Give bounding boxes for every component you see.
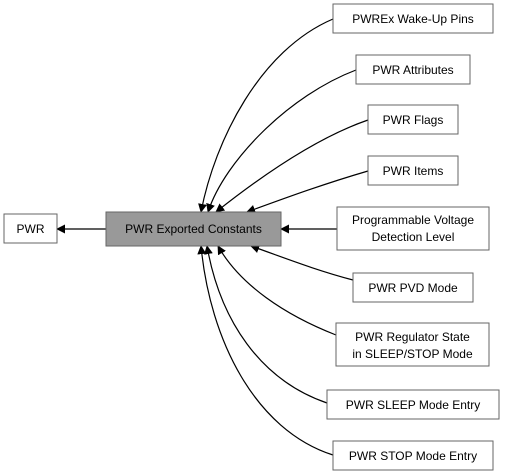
node-child-box bbox=[355, 54, 471, 85]
edge-pvd-mode bbox=[250, 244, 354, 281]
edge-attributes bbox=[206, 69, 357, 213]
node-parent-group[interactable]: PWR bbox=[3, 213, 58, 244]
edge-stop-entry bbox=[197, 245, 334, 456]
node-child-label: PWR STOP Mode Entry bbox=[349, 449, 477, 463]
node-child-regulator-state[interactable]: PWR Regulator State in SLEEP/STOP Mode bbox=[335, 322, 490, 367]
node-child-sleep-entry[interactable]: PWR SLEEP Mode Entry bbox=[326, 389, 500, 420]
node-parent-label: PWR bbox=[17, 222, 45, 236]
node-child-label: PWR Attributes bbox=[372, 63, 453, 77]
node-child-label-line1: PWR Regulator State bbox=[355, 330, 470, 344]
node-child-flags[interactable]: PWR Flags bbox=[367, 104, 459, 135]
node-current-box bbox=[105, 211, 282, 247]
node-child-label: PWREx Wake-Up Pins bbox=[352, 12, 474, 26]
edge-items bbox=[246, 170, 369, 214]
node-child-box bbox=[367, 104, 459, 135]
node-current-label: PWR Exported Constants bbox=[125, 222, 262, 236]
diagram-edges bbox=[56, 18, 369, 456]
node-child-items[interactable]: PWR Items bbox=[367, 155, 459, 186]
edge-flags bbox=[215, 119, 369, 213]
node-child-label-line2: Detection Level bbox=[372, 230, 455, 244]
node-child-box bbox=[332, 3, 494, 34]
node-child-box bbox=[352, 272, 474, 303]
node-child-box bbox=[336, 206, 490, 251]
node-child-attributes[interactable]: PWR Attributes bbox=[355, 54, 471, 85]
node-parent-box bbox=[3, 213, 58, 244]
node-child-pvd-mode[interactable]: PWR PVD Mode bbox=[352, 272, 474, 303]
node-child-label: PWR SLEEP Mode Entry bbox=[346, 398, 481, 412]
node-child-wakeup-pins[interactable]: PWREx Wake-Up Pins bbox=[332, 3, 494, 34]
node-child-label: PWR PVD Mode bbox=[368, 281, 458, 295]
node-child-stop-entry[interactable]: PWR STOP Mode Entry bbox=[332, 440, 494, 471]
node-child-label-line2: in SLEEP/STOP Mode bbox=[352, 347, 473, 361]
node-child-label-line1: Programmable Voltage bbox=[352, 213, 474, 227]
node-child-pvd-level[interactable]: Programmable Voltage Detection Level bbox=[336, 206, 490, 251]
node-child-label: PWR Items bbox=[383, 164, 444, 178]
node-child-box bbox=[335, 322, 490, 367]
edge-wakeup-pins bbox=[198, 18, 334, 213]
node-current-group: PWR Exported Constants bbox=[105, 211, 282, 247]
edge-regulator-state bbox=[217, 245, 337, 336]
node-child-label: PWR Flags bbox=[383, 113, 444, 127]
node-child-box bbox=[367, 155, 459, 186]
node-child-box bbox=[326, 389, 500, 420]
node-child-box bbox=[332, 440, 494, 471]
edge-sleep-entry bbox=[203, 245, 328, 404]
